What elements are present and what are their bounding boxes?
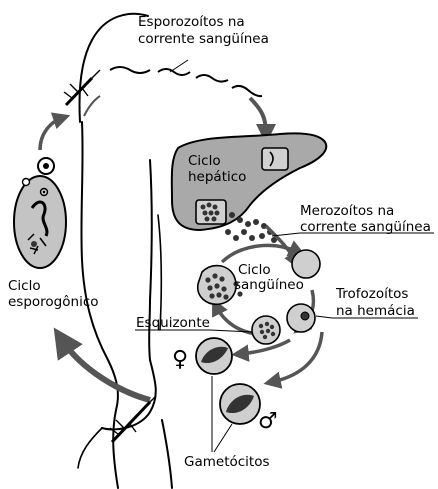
gametocytes-label: Gametócitos (184, 454, 270, 470)
sporogonic-label-line1: Ciclo (8, 278, 41, 294)
gametocyte-arrow-male (272, 332, 322, 382)
oocyst-small (38, 158, 54, 174)
erythrocyte-schizont (252, 316, 280, 344)
female-gametocyte (196, 338, 232, 374)
hepatocyte-cell (262, 148, 288, 170)
sporozoites-stream (110, 67, 262, 96)
sporozoites-label-line2: corrente sangüínea (138, 31, 269, 47)
sporozoite-label-leader (170, 60, 188, 72)
female-symbol: ♀ (172, 347, 188, 372)
mosquito-gut-oval (14, 176, 66, 268)
arm-inner-outline (158, 215, 161, 330)
sporogonic-label-line2: esporogônico (8, 294, 99, 310)
blood-cycle-arrow-upper (222, 245, 298, 262)
male-gametocyte (220, 384, 260, 424)
hepatic-label-line1: Ciclo (188, 153, 221, 169)
male-symbol: ♂ (258, 409, 278, 434)
sporogonic-to-mosquito-arrow (40, 118, 62, 150)
blood-cycle-label-line1: Ciclo (238, 262, 271, 278)
trophozoites-label-line2: na hemácia (336, 303, 415, 319)
trophozoite-label-leader (316, 316, 332, 318)
oocyst-small-2 (23, 179, 30, 186)
blood-cycle (198, 245, 320, 344)
sporogonic-to-host-arrow (84, 96, 100, 116)
sporozoite-to-liver-arrow (250, 98, 266, 134)
hand-outline (78, 428, 102, 468)
hepatic-label-line2: hepático (188, 169, 246, 185)
erythrocyte-top (292, 250, 320, 278)
gametocyte-to-mosquito-arrow (62, 340, 150, 400)
sporozoites-label-line1: Esporozoítos na (138, 14, 245, 30)
human-body-outline (78, 14, 172, 488)
merozoites-label-line2: corrente sangüínea (300, 219, 431, 235)
gametocyte-leader-male (214, 424, 232, 452)
merozoites-label-line1: Merozoítos na (300, 203, 394, 219)
leg-outline (162, 420, 172, 488)
blood-cycle-label-line2: sangüíneo (234, 277, 304, 293)
schizont-label: Esquizonte (136, 315, 210, 331)
trophozoite-ring (301, 312, 309, 320)
trophozoites-label-line1: Trofozoítos (335, 286, 408, 302)
